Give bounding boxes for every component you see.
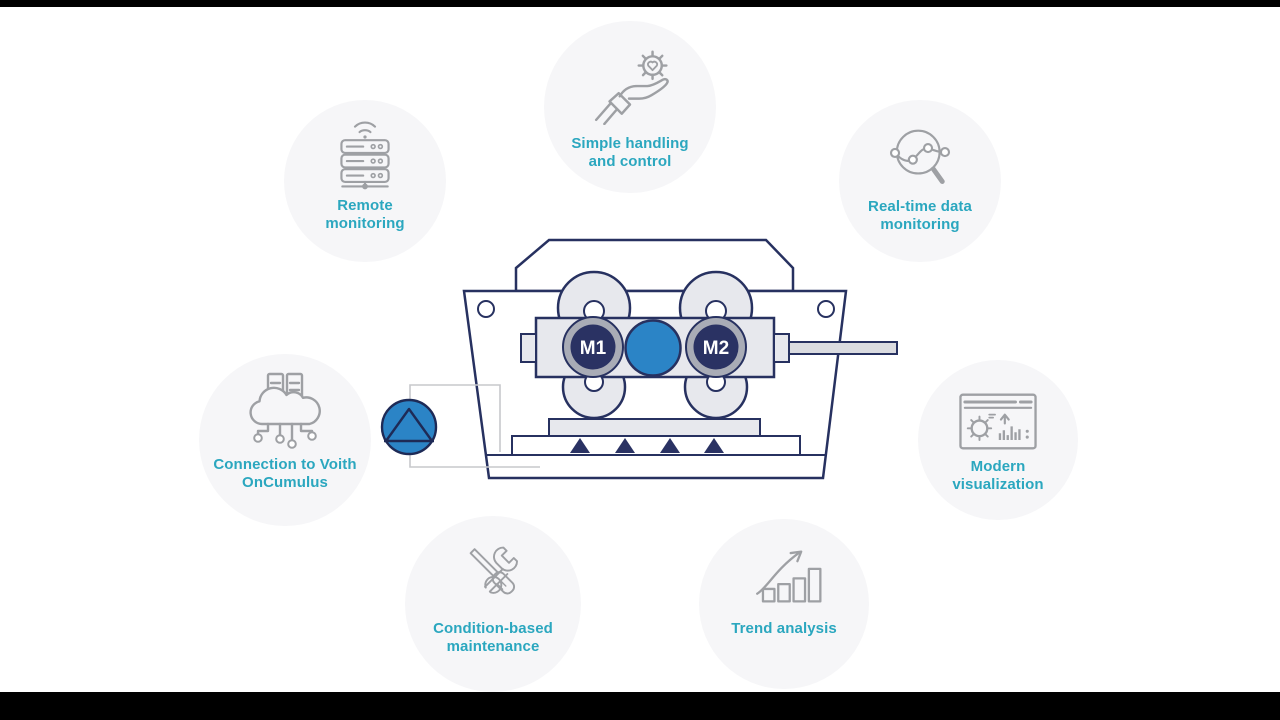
feature-trend-analysis: Trend analysis — [699, 519, 869, 689]
feature-oncumulus-connection: Connection to Voith OnCumulus — [199, 354, 371, 526]
magnifier-chart-icon — [889, 129, 951, 184]
feature-label-line2: maintenance — [446, 638, 540, 655]
machine-hood — [514, 238, 795, 293]
pump-pipe — [409, 384, 540, 468]
motor2-label: M2 — [703, 338, 729, 359]
feature-label-line1: Real-time data — [868, 198, 972, 215]
feature-modern-visualization: Modern visualization — [918, 360, 1078, 520]
hand-gear-icon — [594, 50, 669, 125]
feature-label-line1: Condition-based — [433, 620, 553, 637]
feature-label: Trend analysis — [685, 620, 883, 638]
feature-label-line1: Remote — [337, 197, 393, 214]
housing-stub-right — [773, 333, 790, 363]
pump-symbol — [380, 398, 438, 456]
feature-label-line2: monitoring — [880, 216, 960, 233]
housing-stub-left — [520, 333, 537, 363]
server-wifi-icon — [340, 121, 390, 190]
feature-label-line1: Modern — [970, 458, 1026, 475]
bolt-hole-right — [817, 300, 835, 318]
motor-2: M2 — [685, 316, 747, 378]
growth-chart-icon — [756, 550, 822, 603]
letterbox-bottom — [0, 692, 1280, 720]
feature-label-line2: visualization — [952, 476, 1044, 493]
feature-condition-maintenance: Condition-based maintenance — [405, 516, 581, 692]
dashboard-window-icon — [959, 393, 1037, 450]
feature-label: Remote monitoring — [270, 197, 460, 233]
motor1-label: M1 — [580, 338, 607, 359]
mounting-platform — [548, 418, 761, 437]
feature-label: Simple handling and control — [530, 135, 730, 171]
idler-wheel — [624, 319, 682, 377]
feature-realtime-monitoring: Real-time data monitoring — [839, 100, 1001, 262]
letterbox-top — [0, 0, 1280, 7]
feature-label-line1: Trend analysis — [731, 620, 837, 637]
cloud-connection-icon — [249, 372, 321, 449]
weld-triangles — [570, 438, 724, 453]
gearbox-diagram: M1 M2 — [380, 238, 898, 480]
feature-label-line1: Simple handling — [571, 135, 689, 152]
feature-label: Condition-based maintenance — [391, 620, 595, 656]
weld-strip — [511, 435, 801, 456]
crossed-tools-icon — [469, 546, 518, 595]
feature-label-line2: OnCumulus — [242, 474, 328, 491]
feature-label: Modern visualization — [904, 458, 1092, 494]
feature-label-line1: Connection to Voith — [213, 456, 357, 473]
output-shaft — [788, 341, 898, 355]
feature-label: Real-time data monitoring — [825, 198, 1015, 234]
feature-remote-monitoring: Remote monitoring — [284, 100, 446, 262]
feature-label-line2: monitoring — [325, 215, 405, 232]
feature-label: Connection to Voith OnCumulus — [185, 456, 385, 492]
feature-label-line2: and control — [588, 153, 672, 170]
motor-1: M1 — [562, 316, 624, 378]
feature-simple-handling: Simple handling and control — [544, 21, 716, 193]
bolt-hole-left — [477, 300, 495, 318]
